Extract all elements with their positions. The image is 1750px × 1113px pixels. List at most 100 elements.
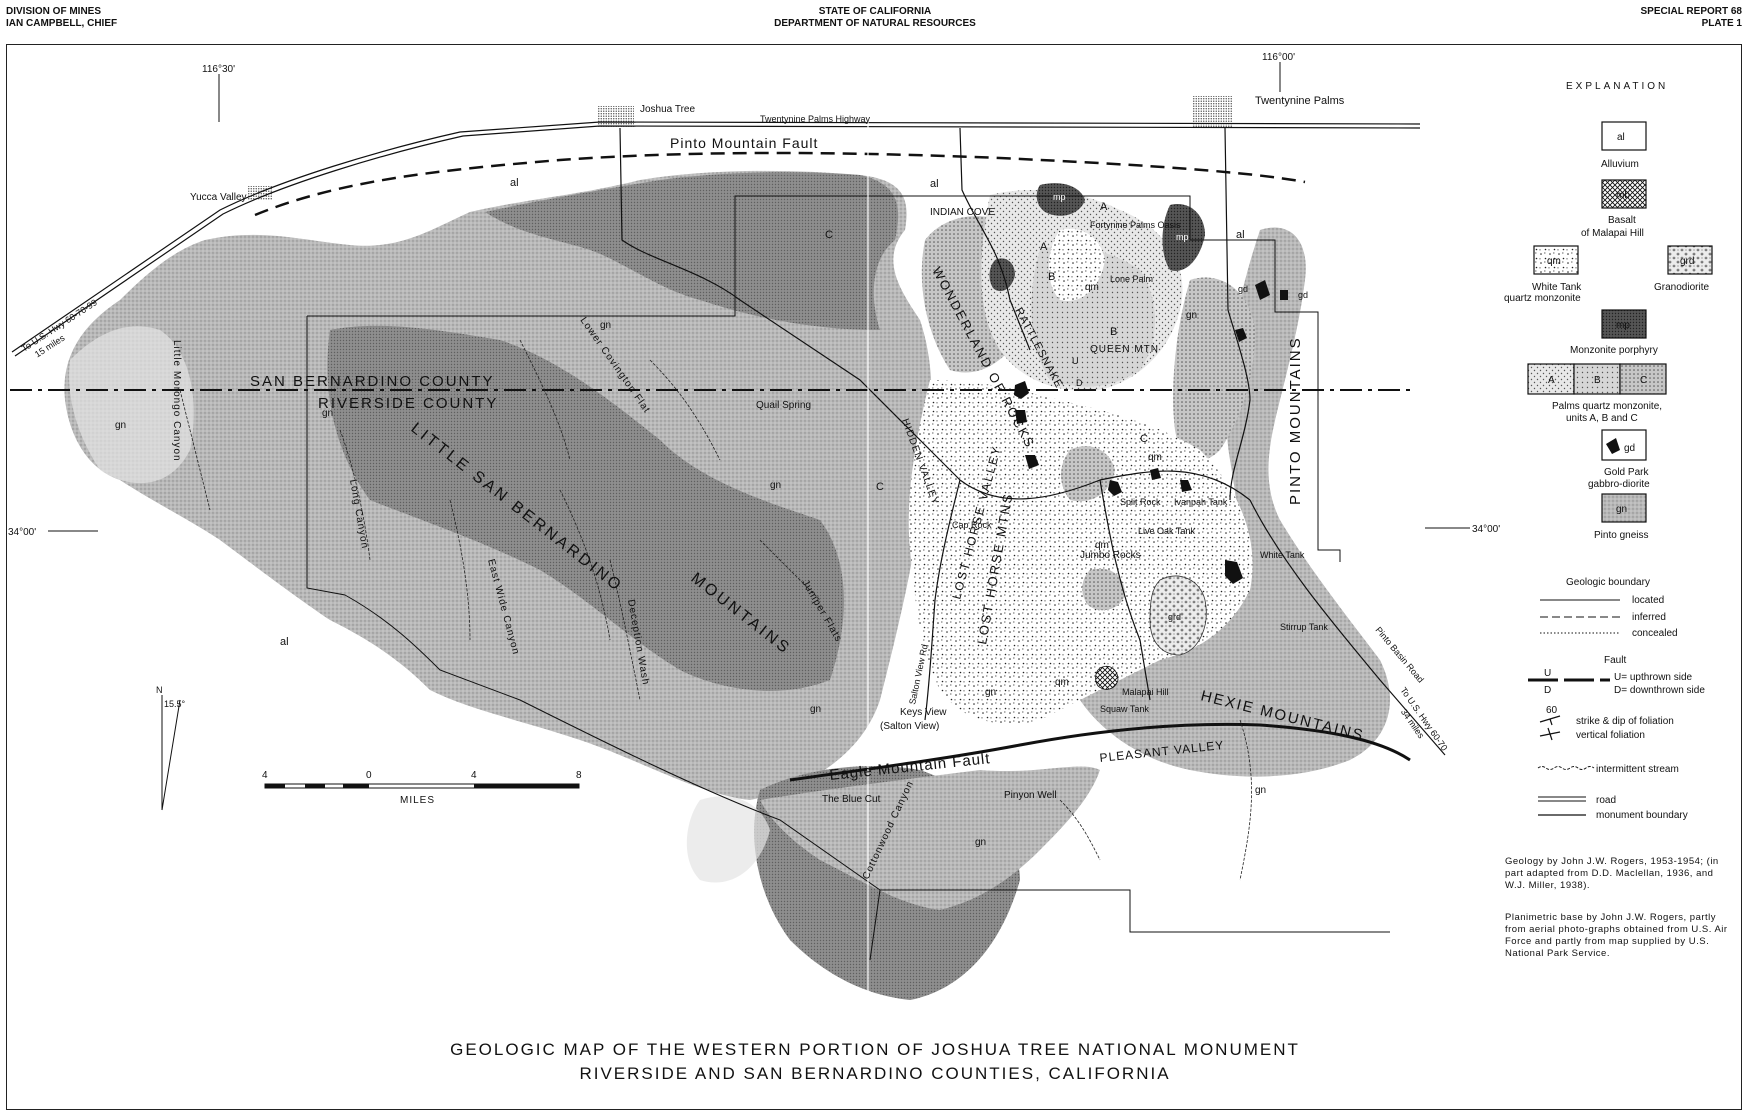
- unit-code-gn-9: gn: [985, 687, 996, 698]
- unit-code-gn-8: gn: [1186, 310, 1197, 321]
- unit-code-gn-5: gn: [810, 704, 821, 715]
- chief-name: IAN CAMPBELL, CHIEF: [6, 18, 118, 29]
- legend-box-mp: mp: [1616, 320, 1630, 331]
- label-white-tank: White Tank: [1260, 550, 1305, 560]
- legend-basalt-2: of Malapai Hill: [1581, 228, 1644, 239]
- label-indian-cove: INDIAN COVE: [930, 207, 995, 218]
- unit-code-a-1: A: [1040, 241, 1048, 253]
- label-yucca-valley: Yucca Valley: [190, 192, 247, 203]
- division-name: DIVISION OF MINES: [6, 6, 102, 17]
- fault-code-d: D: [1076, 378, 1083, 388]
- legend-downthrown: D= downthrown side: [1614, 685, 1705, 696]
- credits-geology: Geology by John J.W. Rogers, 1953-1954; …: [1505, 856, 1719, 891]
- unit-code-qm-1: qm: [1085, 282, 1099, 293]
- label-keys-view: Keys View: [900, 707, 947, 718]
- unit-code-gn-3: gn: [600, 320, 611, 331]
- lon-east-label: 116°00': [1262, 52, 1295, 63]
- label-quail-spring: Quail Spring: [756, 400, 811, 411]
- legend-gold-park-1: Gold Park: [1604, 467, 1649, 478]
- legend-monzonite: Monzonite porphyry: [1570, 345, 1658, 356]
- legend-geo-boundary: Geologic boundary: [1566, 577, 1650, 588]
- label-queen-mtn: QUEEN MTN: [1090, 344, 1159, 355]
- label-lone-palm: Lone Palm: [1110, 274, 1153, 284]
- legend-inferred: inferred: [1632, 612, 1666, 623]
- label-joshua-tree: Joshua Tree: [640, 104, 695, 115]
- legend-basalt-1: Basalt: [1608, 215, 1636, 226]
- header-center: STATE OF CALIFORNIA DEPARTMENT OF NATURA…: [0, 6, 1750, 30]
- legend-box-qm: qm: [1547, 256, 1561, 267]
- credits-base: Planimetric base by John J.W. Rogers, pa…: [1505, 912, 1728, 959]
- pinto-mountain-fault-line: [254, 151, 1306, 217]
- label-jumbo-rocks: Jumbo Rocks: [1080, 550, 1141, 561]
- label-live-oak-tank: Live Oak Tank: [1138, 526, 1195, 536]
- unit-code-b-1: B: [1048, 271, 1055, 283]
- unit-code-c-2: C: [876, 481, 884, 493]
- unit-code-gn-7: gn: [1255, 785, 1266, 796]
- unit-monzonite-porphyry-1: [1036, 183, 1085, 216]
- scale-tick-2: 4: [471, 770, 477, 781]
- unit-granodiorite: [1149, 575, 1207, 656]
- report-number: SPECIAL REPORT 68: [1640, 6, 1742, 17]
- unit-code-gn-1: gn: [115, 420, 126, 431]
- legend-vertical: vertical foliation: [1576, 730, 1645, 741]
- legend-palms-2: units A, B and C: [1566, 413, 1638, 424]
- unit-code-mp-2: mp: [1176, 232, 1189, 242]
- label-pinto-mountain-fault: Pinto Mountain Fault: [670, 135, 818, 151]
- unit-gneiss-light-west: [69, 326, 194, 484]
- legend-strike-dip-value: 60: [1546, 705, 1558, 716]
- legend-stream: intermittent stream: [1596, 764, 1679, 775]
- label-salton-view: (Salton View): [880, 721, 939, 732]
- unit-monzonite-porphyry-3: [989, 258, 1015, 292]
- north-arrow: N 15.5°: [156, 685, 186, 811]
- town-twentynine-palms: [1192, 96, 1232, 128]
- legend-box-b: B: [1594, 375, 1601, 386]
- eagle-mountain-fault-line: [789, 722, 1411, 782]
- unit-gneiss-dark-central: [327, 325, 844, 691]
- state-name: STATE OF CALIFORNIA: [818, 6, 932, 17]
- header-right: SPECIAL REPORT 68 PLATE 1: [1640, 6, 1742, 30]
- unit-code-grd: grd: [1168, 612, 1181, 622]
- label-highway: Twentynine Palms Highway: [760, 114, 871, 124]
- legend-box-mb: mb: [1616, 190, 1630, 201]
- legend-alluvium: Alluvium: [1601, 159, 1639, 170]
- lon-west-label: 116°30': [202, 64, 235, 75]
- legend-box-c: C: [1640, 375, 1647, 386]
- legend-white-tank-1: White Tank: [1532, 282, 1582, 293]
- legend-road: road: [1596, 795, 1616, 806]
- legend-gold-park-2: gabbro-diorite: [1588, 479, 1650, 490]
- legend-pinto-gneiss: Pinto gneiss: [1594, 530, 1648, 541]
- unit-code-qm-5: qm: [1148, 452, 1162, 463]
- highway-twentynine-palms: [11, 121, 1421, 357]
- unit-code-gn-4: gn: [770, 480, 781, 491]
- legend-box-a: A: [1548, 375, 1555, 386]
- scale-unit: MILES: [400, 795, 435, 806]
- lat-right-label: 34°00': [1472, 524, 1500, 535]
- department-name: DEPARTMENT OF NATURAL RESOURCES: [774, 18, 976, 29]
- scale-tick-0: 4: [262, 770, 268, 781]
- fault-code-u: U: [1072, 356, 1079, 366]
- map-frame: [6, 44, 1742, 1110]
- unit-palms-c-jumbo: [1082, 568, 1125, 611]
- unit-code-al-4: al: [1236, 229, 1245, 241]
- legend-strike-dip: strike & dip of foliation: [1576, 716, 1674, 727]
- legend-box-gn: gn: [1616, 504, 1627, 515]
- intermittent-streams: [179, 339, 1252, 881]
- label-squaw-tank: Squaw Tank: [1100, 704, 1149, 714]
- park-roads: [619, 127, 1446, 756]
- label-cap-rock: Cap Rock: [952, 520, 992, 530]
- scale-bar: 4 0 4 8 MILES: [262, 770, 582, 806]
- unit-white-tank-qm-north: [1048, 228, 1105, 301]
- map-title-line2: RIVERSIDE AND SAN BERNARDINO COUNTIES, C…: [579, 1064, 1171, 1083]
- label-stirrup-tank: Stirrup Tank: [1280, 622, 1328, 632]
- label-salton-view-rd: Salton View Rd: [907, 643, 930, 705]
- legend-title: EXPLANATION: [1566, 81, 1668, 92]
- unit-code-gd-2: gd: [1298, 290, 1308, 300]
- header-left: DIVISION OF MINES IAN CAMPBELL, CHIEF: [6, 6, 117, 30]
- unit-code-al-2: al: [930, 178, 939, 190]
- legend-fault-u: U: [1544, 668, 1551, 679]
- unit-code-c-1: C: [825, 229, 833, 241]
- unit-code-al-1: al: [510, 177, 519, 189]
- unit-monzonite-porphyry-2: [1162, 204, 1205, 271]
- label-the-blue-cut: The Blue Cut: [822, 794, 881, 805]
